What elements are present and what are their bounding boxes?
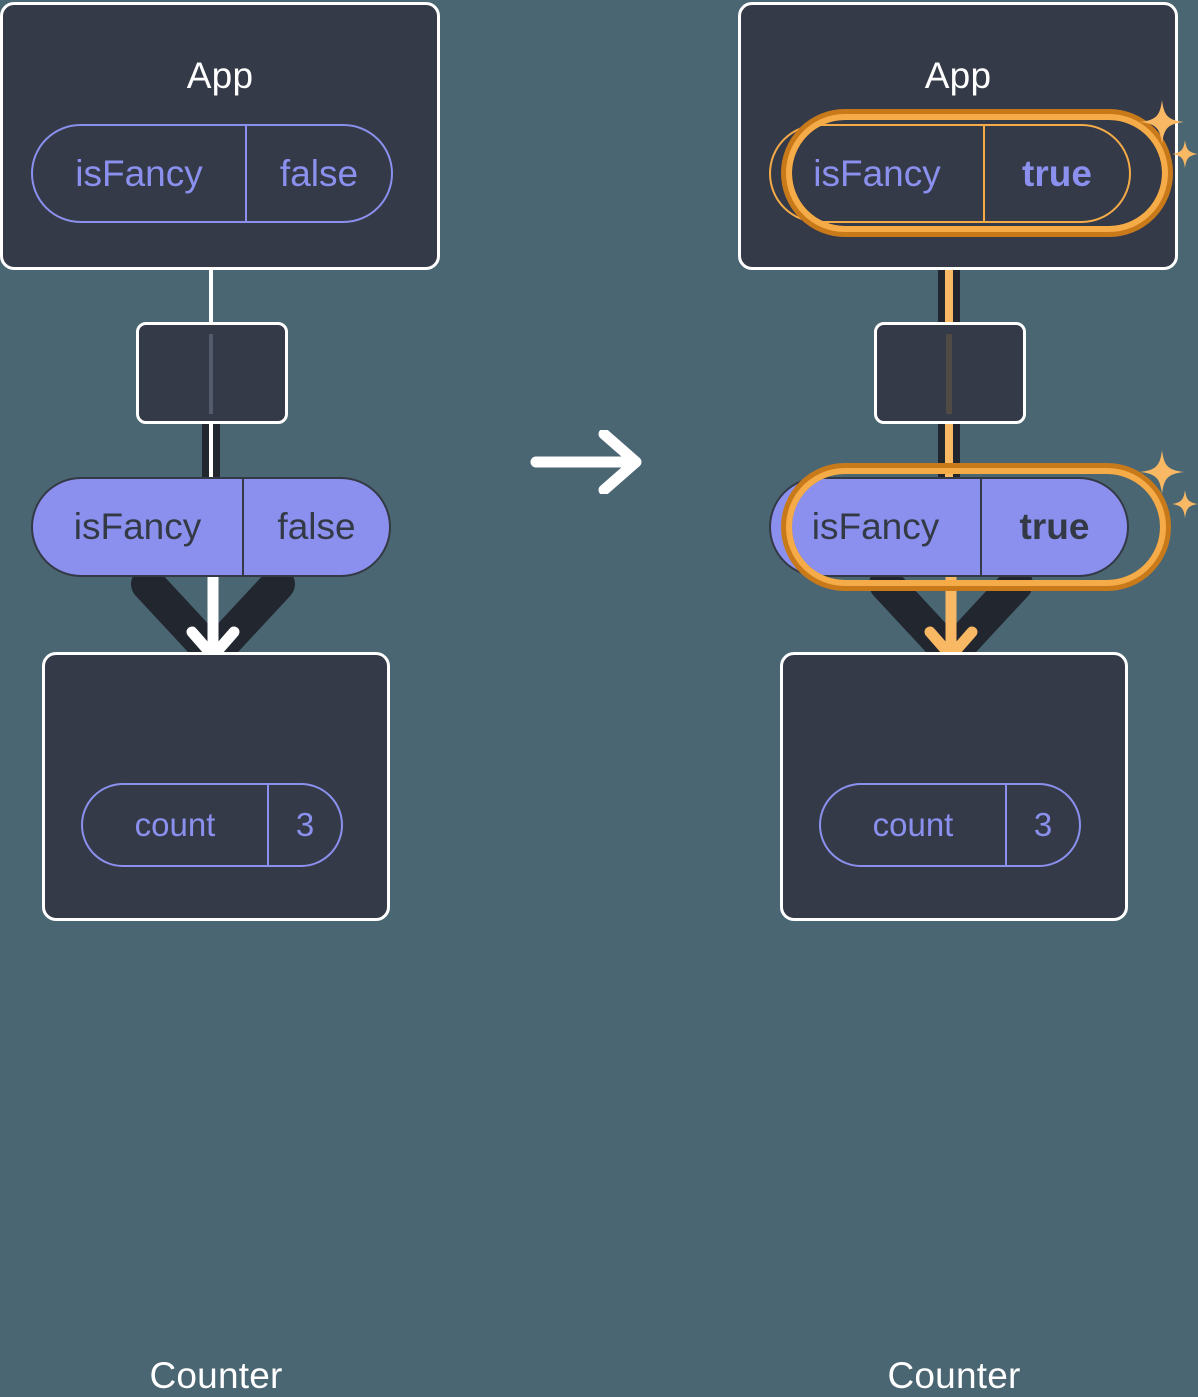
app-state-key: isFancy [75,152,203,194]
counter-state-pill-before[interactable]: count 3 [81,783,343,867]
counter-box-title: Counter [149,1355,283,1396]
app-box-title-after: App [924,55,992,96]
before-diagram: App isFancy false div isFancy false Coun… [0,0,450,1396]
app-state-value: false [245,126,391,221]
counter-state-key-after: count [872,806,954,843]
connector-app-to-div-after [945,214,953,330]
props-pill-after[interactable]: isFancy true [769,477,1129,577]
after-diagram: App isFancy true div isFancy true [728,0,1198,1396]
props-key: isFancy [73,506,202,547]
connector-div-to-props [209,420,213,482]
props-value-after: true [980,479,1127,575]
arrow-right-icon [530,428,650,496]
counter-state-pill-after[interactable]: count 3 [819,783,1081,867]
props-value: false [242,479,389,575]
counter-box-title-after: Counter [887,1355,1021,1396]
counter-state-key: count [134,806,216,843]
sparkles-icon-app [1140,96,1198,176]
sparkles-icon-props [1140,446,1198,526]
app-state-pill-after[interactable]: isFancy true [769,124,1131,223]
counter-state-value: 3 [267,785,341,865]
connector-app-to-div [209,268,213,326]
app-state-value-after: true [983,126,1129,221]
connector-through-div-after [946,334,952,414]
props-pill-before[interactable]: isFancy false [31,477,391,577]
connector-div-to-props-after [945,420,953,484]
counter-state-value-after: 3 [1005,785,1079,865]
app-state-pill-before[interactable]: isFancy false [31,124,393,223]
app-box-title: App [186,55,254,96]
app-state-key-after: isFancy [813,152,941,194]
connector-through-div [209,334,213,414]
props-key-after: isFancy [811,506,940,547]
